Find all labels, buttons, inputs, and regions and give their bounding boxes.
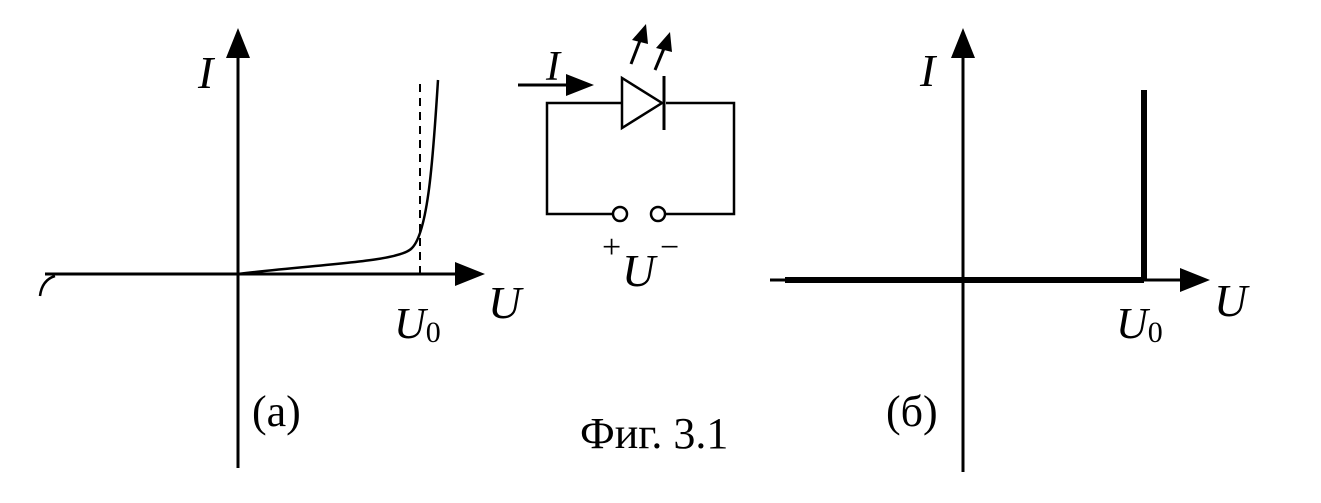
source-minus-sign: − <box>660 229 679 266</box>
panel-b-label: (б) <box>886 387 938 436</box>
panel-a-threshold-symbol: U <box>394 299 429 348</box>
circuit-current-arrowhead <box>566 74 594 96</box>
circuit-wire <box>545 101 622 216</box>
source-terminal-plus <box>611 205 629 223</box>
panel-b: I U U0 (б) <box>770 28 1250 472</box>
panel-b-x-arrowhead <box>1180 268 1210 292</box>
panel-b-threshold-label: U0 <box>1116 299 1163 349</box>
panel-b-y-label: I <box>919 45 938 96</box>
panel-a-threshold-subscript: 0 <box>426 316 441 349</box>
panel-a-forward-curve <box>237 79 440 276</box>
panel-b-y-arrowhead <box>951 28 975 58</box>
panel-b-x-label: U <box>1214 275 1250 326</box>
led-emission-arrow-1 <box>629 37 643 65</box>
panel-a-x-label: U <box>488 277 524 328</box>
circuit-current-label: I <box>545 44 562 90</box>
led-emission-arrow-2 <box>653 45 667 71</box>
led-triangle <box>620 75 665 131</box>
panel-a-x-arrowhead <box>455 262 485 286</box>
panel-a-label: (а) <box>252 387 301 436</box>
panel-b-threshold-subscript: 0 <box>1148 316 1163 349</box>
source-terminal-minus <box>649 205 667 223</box>
circuit-schematic: I + U − <box>518 24 736 296</box>
panel-b-threshold-symbol: U <box>1116 299 1151 348</box>
figure-caption: Фиг. 3.1 <box>580 409 728 458</box>
led-emission-arrowhead-2 <box>656 32 672 52</box>
panel-a-reverse-branch <box>38 274 56 297</box>
source-plus-sign: + <box>602 229 621 266</box>
led-emission-arrowhead-1 <box>632 24 648 44</box>
panel-a: I U U0 (а) <box>38 28 524 468</box>
circuit-wire-right <box>665 101 736 216</box>
panel-a-threshold-label: U0 <box>394 299 441 349</box>
panel-a-y-label: I <box>197 47 216 98</box>
panel-a-y-arrowhead <box>226 28 250 58</box>
source-voltage-label: U <box>622 245 658 296</box>
